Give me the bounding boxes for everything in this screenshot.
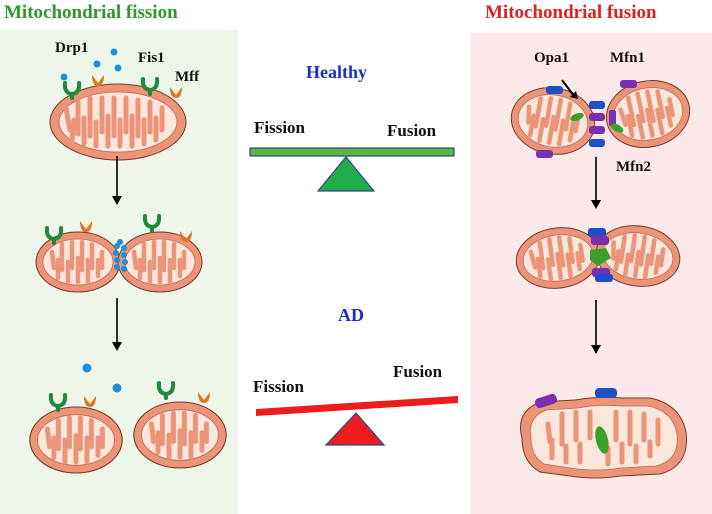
mfn2-icon xyxy=(589,139,605,147)
mfn2-icon xyxy=(546,86,563,94)
healthy-balance xyxy=(249,147,455,192)
opa1-pointer-arrow xyxy=(561,79,575,97)
fusion-arrow-1 xyxy=(591,157,601,209)
mff-icon xyxy=(198,392,210,403)
mfn1-icon xyxy=(536,150,553,158)
ad-balance xyxy=(256,396,458,446)
mfn1-icon xyxy=(609,110,616,126)
mfn2-icon xyxy=(589,101,605,109)
fusion-arrow-2 xyxy=(591,300,601,354)
fis1-label: Fis1 xyxy=(138,50,165,66)
mff-label: Mff xyxy=(175,69,200,85)
ad-label: AD xyxy=(338,305,364,325)
drp1-label: Drp1 xyxy=(55,40,89,56)
opa1-icon xyxy=(610,123,624,133)
mfn1-icon xyxy=(535,393,557,409)
drp1-icon xyxy=(110,48,118,56)
fusion-title: Mitochondrial fusion xyxy=(485,2,657,23)
healthy-fission-label: Fission xyxy=(254,118,306,137)
ad-fission-label: Fission xyxy=(253,377,305,396)
ad-beam xyxy=(256,396,458,416)
fis1-icon xyxy=(156,381,176,400)
drp1-icon xyxy=(60,73,68,81)
mff-icon xyxy=(92,75,104,86)
fission-mito-1 xyxy=(50,48,186,161)
mff-icon xyxy=(84,396,96,407)
mfn2-icon xyxy=(588,228,606,237)
mfn1-label: Mfn1 xyxy=(610,50,645,66)
opa1-icon xyxy=(595,426,609,454)
fusion-mito-3 xyxy=(520,388,687,479)
opa1-icon xyxy=(590,248,611,266)
fusion-mito-2 xyxy=(512,220,684,293)
fission-title: Mitochondrial fission xyxy=(4,2,178,23)
fission-mito-2 xyxy=(36,214,202,292)
mfn2-icon xyxy=(595,388,617,398)
mff-icon xyxy=(170,87,182,98)
fission-mito-3 xyxy=(30,363,226,474)
opa1-icon xyxy=(570,112,584,122)
fis1-icon xyxy=(142,214,162,233)
healthy-fusion-label: Fusion xyxy=(387,121,437,140)
mfn2-icon xyxy=(595,274,613,282)
drp1-icon xyxy=(112,383,122,393)
mfn2-label: Mfn2 xyxy=(616,159,651,175)
healthy-beam xyxy=(249,147,455,157)
mfn1-icon xyxy=(589,126,605,134)
opa1-label: Opa1 xyxy=(534,50,570,66)
drp1-icon xyxy=(93,60,101,68)
drp1-ring-icon xyxy=(113,239,128,272)
drp1-icon xyxy=(82,363,92,373)
mfn1-icon xyxy=(589,113,605,121)
healthy-label: Healthy xyxy=(306,62,367,82)
fusion-mito-1 xyxy=(510,79,691,158)
mfn1-icon xyxy=(620,80,637,88)
drp1-icon xyxy=(114,64,122,72)
fission-arrow-1 xyxy=(112,156,122,205)
ad-fulcrum xyxy=(324,412,386,446)
healthy-fulcrum xyxy=(316,156,376,192)
mff-icon xyxy=(80,221,92,232)
ad-fusion-label: Fusion xyxy=(393,362,443,381)
mfn1-icon xyxy=(591,236,609,245)
fission-arrow-2 xyxy=(112,298,122,351)
